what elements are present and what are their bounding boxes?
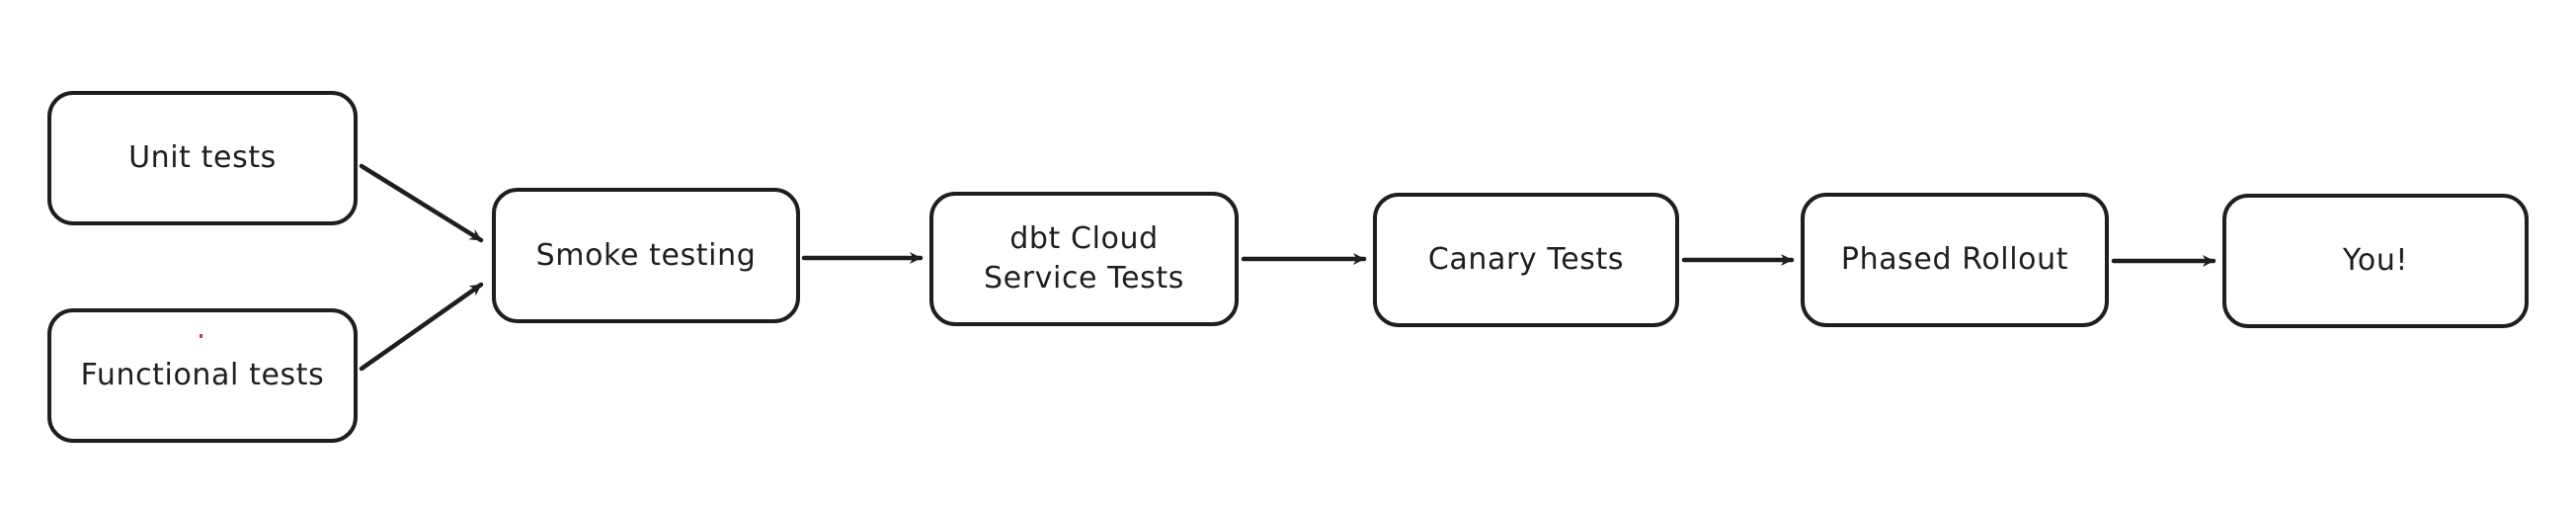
node-smoke-testing[interactable]: Smoke testing: [492, 188, 800, 323]
node-canary-tests[interactable]: Canary Tests: [1373, 193, 1679, 327]
node-label-functional-tests: Functional tests: [80, 358, 325, 393]
red-speck-artifact: [200, 334, 202, 338]
node-functional-tests[interactable]: Functional tests: [47, 308, 358, 443]
node-label-unit-tests: Unit tests: [128, 140, 277, 176]
node-label-you: You!: [2342, 243, 2409, 279]
node-dbt-cloud-service-tests[interactable]: dbt Cloud Service Tests: [929, 192, 1239, 326]
node-phased-rollout[interactable]: Phased Rollout: [1801, 193, 2109, 327]
edge-unit-tests-to-smoke-testing: [359, 163, 484, 243]
node-label-canary-tests: Canary Tests: [1427, 242, 1625, 278]
node-label-dbt-cloud-service-tests: dbt Cloud Service Tests: [984, 221, 1184, 296]
node-label-phased-rollout: Phased Rollout: [1840, 242, 2069, 278]
node-label-smoke-testing: Smoke testing: [535, 237, 757, 273]
edge-functional-tests-to-smoke-testing: [359, 282, 484, 372]
node-you[interactable]: You!: [2222, 194, 2529, 328]
node-unit-tests[interactable]: Unit tests: [47, 91, 358, 225]
